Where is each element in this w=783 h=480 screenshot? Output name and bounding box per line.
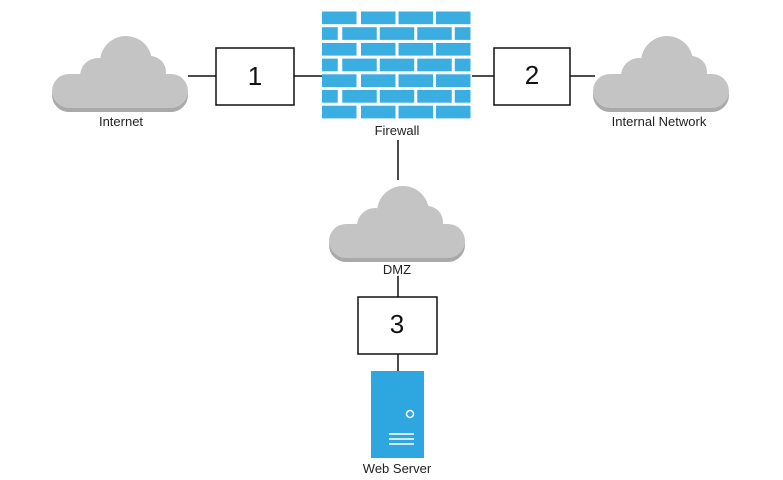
web-server-label: Web Server bbox=[363, 461, 432, 476]
firewall-brick bbox=[436, 74, 471, 87]
firewall-brick bbox=[417, 27, 452, 40]
numbered-box-1: 1 bbox=[215, 47, 295, 106]
firewall-brick bbox=[398, 42, 433, 56]
firewall-brick bbox=[361, 105, 396, 119]
firewall-brick bbox=[361, 74, 396, 87]
connectors bbox=[188, 75, 595, 371]
firewall-brick bbox=[322, 42, 357, 56]
firewall-brick bbox=[398, 11, 433, 25]
firewall-label: Firewall bbox=[375, 123, 420, 138]
firewall-brick bbox=[322, 74, 357, 87]
firewall-brick bbox=[322, 90, 338, 103]
numbered-box-2: 2 bbox=[493, 47, 571, 106]
firewall-brick bbox=[436, 42, 471, 56]
firewall-brick bbox=[322, 58, 338, 72]
dmz-node: DMZ bbox=[329, 186, 465, 277]
firewall-node: Firewall bbox=[322, 10, 472, 138]
firewall-brick bbox=[436, 11, 471, 25]
firewall-brick bbox=[379, 58, 415, 72]
cloud-icon bbox=[329, 186, 465, 262]
firewall-brick bbox=[417, 58, 452, 72]
firewall-brick bbox=[342, 58, 377, 72]
dmz-label: DMZ bbox=[383, 262, 411, 277]
internet-node: Internet bbox=[52, 36, 188, 129]
firewall-brick bbox=[454, 27, 471, 40]
box-3-label: 3 bbox=[390, 309, 404, 339]
numbered-box-3: 3 bbox=[357, 296, 438, 355]
firewall-brick bbox=[398, 105, 433, 119]
cloud-icon bbox=[52, 36, 188, 112]
server-icon bbox=[371, 371, 424, 458]
firewall-brick bbox=[361, 42, 396, 56]
firewall-brick bbox=[379, 27, 415, 40]
internal-network-label: Internal Network bbox=[612, 114, 707, 129]
cloud-icon bbox=[593, 36, 729, 112]
firewall-brick bbox=[454, 58, 471, 72]
firewall-brick bbox=[322, 27, 338, 40]
firewall-brick bbox=[398, 74, 433, 87]
firewall-brick bbox=[379, 90, 415, 103]
internet-label: Internet bbox=[99, 114, 143, 129]
web-server-node: Web Server bbox=[363, 371, 432, 476]
firewall-brick bbox=[342, 27, 377, 40]
firewall-brick bbox=[417, 90, 452, 103]
firewall-brick bbox=[436, 105, 471, 119]
firewall-brick bbox=[342, 90, 377, 103]
firewall-brick bbox=[322, 11, 357, 25]
firewall-brick bbox=[454, 90, 471, 103]
firewall-brick bbox=[322, 105, 357, 119]
internal-network-node: Internal Network bbox=[593, 36, 729, 129]
box-2-label: 2 bbox=[525, 60, 539, 90]
firewall-brick-icon bbox=[322, 10, 472, 120]
firewall-brick bbox=[361, 11, 396, 25]
box-1-label: 1 bbox=[248, 61, 262, 91]
